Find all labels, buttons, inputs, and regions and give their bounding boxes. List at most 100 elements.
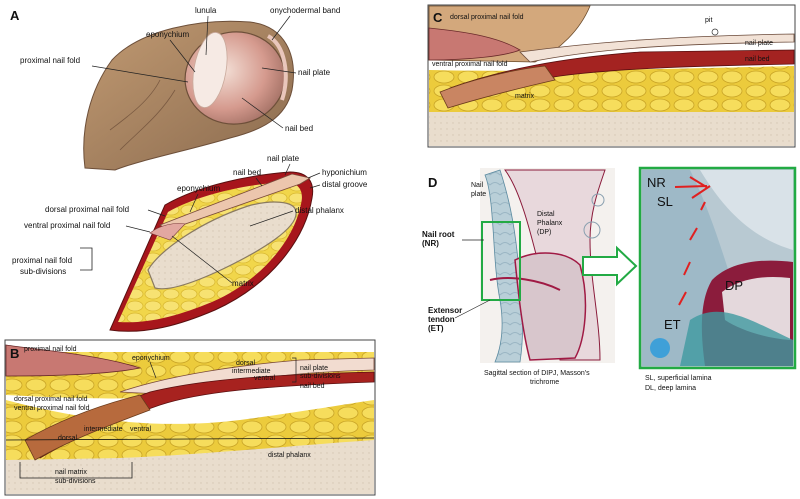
leader-nail-plate-section [284,163,291,176]
leader-ventral-pnf [125,225,151,233]
magnify-arrow [582,245,638,287]
label-c-nail-plate: nail plate [745,40,773,47]
zoom-blue-marker [650,338,670,358]
label-pnf-subdivisions-1: proximal nail fold [12,256,72,265]
label-b-ventral: ventral [254,375,275,382]
label-nail-bed-section: nail bed [233,168,261,177]
label-b-distal-phalanx: distal phalanx [268,452,311,459]
arrow-sl-4 [678,291,687,306]
arrow-nr-2 [689,176,709,189]
bracket-b-nail-matrix [19,462,133,479]
label-b-matrix-dorsal: dorsal [58,435,78,442]
label-c-nail-bed: nail bed [745,56,770,63]
label-d-extensor-3: (ET) [428,324,444,333]
panel-d-letter: D [428,175,437,190]
histology-section [480,168,615,363]
histology-vessel-1 [583,221,601,239]
panel-a-letter: A [10,8,20,23]
arrow-sl-2 [689,227,698,241]
label-eponychium-section: eponychium [177,184,220,193]
leader-proximal-nail-fold [91,65,189,83]
panel-d: D Nail plate Distal Phalanx (DP) Nail ro… [422,166,797,392]
label-dorsal-pnf: dorsal proximal nail fold [45,205,129,214]
label-nail-plate-section: nail plate [267,154,300,163]
leader-b-eponychium [149,361,157,379]
arrow-nr-3 [691,185,711,199]
panel-b-matrix [24,394,151,461]
panel-c-nail-plate [519,33,795,63]
panel-b: B proximal nail fold eponychium dorsal i… [4,339,376,496]
label-b-intermediate: intermediate [232,368,271,375]
label-lunula: lunula [195,6,217,15]
finger-section-illustration [109,171,314,332]
label-d-distal-phalanx-2: Phalanx [537,220,563,227]
label-b-nail-matrix-2: sub-divisions [55,478,96,485]
panel-a: A lunula onychodermal band eponychium pr… [10,6,368,332]
label-c-dorsal-pnf: dorsal proximal nail fold [450,14,524,21]
histology-nail-plate [484,169,524,363]
leader-nail-bed-section [255,177,263,187]
label-b-proximal-nail-fold: proximal nail fold [24,346,77,353]
label-d-nail-root-1: Nail root [422,230,455,239]
leader-dorsal-pnf [147,209,166,217]
histology-joint [489,277,561,291]
label-d-extensor-1: Extensor [428,306,462,315]
label-hyponichium: hyponichium [322,168,367,177]
label-c-ventral-pnf: ventral proximal nail fold [432,61,508,68]
arrow-sl-1 [700,201,706,211]
leader-eponychium-section [189,193,199,213]
label-d-legend-sl: SL, superficial lamina [645,375,712,382]
zoom-panel: NR SL DP ET [638,166,797,370]
leader-matrix-a [171,235,233,284]
label-b-matrix-ventral: ventral [130,426,151,433]
label-distal-groove: distal groove [322,180,368,189]
label-d-caption-1: Sagittal section of DIPJ, Masson's [484,370,590,377]
label-zoom-sl: SL [657,194,673,209]
label-d-nail-root-2: (NR) [422,239,439,248]
label-nail-bed-a: nail bed [285,124,313,133]
zoom-extensor [680,311,793,366]
label-distal-phalanx-a: distal phalanx [295,206,344,215]
panel-b-fat [6,400,374,460]
label-c-pit: pit [705,17,712,24]
arrow-sl-3 [683,261,691,276]
bracket-pnf-subdivisions [80,247,93,271]
label-d-nail-plate-1: Nail [471,182,484,189]
panel-b-dorsal-fold [5,344,142,377]
label-nail-plate-a: nail plate [298,68,331,77]
label-b-eponychium: eponychium [132,355,170,362]
label-zoom-nr: NR [647,175,666,190]
label-b-matrix-intermediate: intermediate [84,426,123,433]
leader-distal-phalanx-a [249,210,294,227]
label-b-dorsal: dorsal [236,360,256,367]
label-b-nail-bed: nail bed [300,383,325,390]
label-d-distal-phalanx-3: (DP) [537,229,551,236]
label-b-ventral-pnf: ventral proximal nail fold [14,405,90,412]
label-matrix-a: matrix [232,279,254,288]
leader-nail-plate-a [261,67,297,74]
label-zoom-dp: DP [725,278,743,293]
label-c-matrix: matrix [515,93,535,100]
nail-root-highlight-box [481,221,521,301]
label-zoom-et: ET [664,317,681,332]
label-d-legend-dl: DL, deep lamina [645,385,696,392]
panel-c-pit-marker [711,28,719,36]
panel-b-letter: B [10,346,19,361]
panel-c-dorsal-fold-inner [428,27,521,61]
label-proximal-nail-fold-a: proximal nail fold [20,56,80,65]
panel-b-bone-line [5,437,375,441]
label-b-dorsal-pnf: dorsal proximal nail fold [14,396,88,403]
leader-onychodermal-band [271,15,291,41]
leader-d-extensor [454,299,491,319]
arrow-nr-1 [674,185,708,188]
panel-c-bone [429,112,794,146]
label-eponychium-a: eponychium [146,30,189,39]
label-d-nail-plate-2: plate [471,191,486,198]
label-d-extensor-2: tendon [428,315,455,324]
leader-distal-groove [309,184,321,189]
panel-c-matrix [439,65,556,109]
panel-c: C dorsal proximal nail fold pit nail pla… [427,4,796,148]
leader-nail-bed-a [241,97,284,129]
histology-vessel-2 [591,193,605,207]
